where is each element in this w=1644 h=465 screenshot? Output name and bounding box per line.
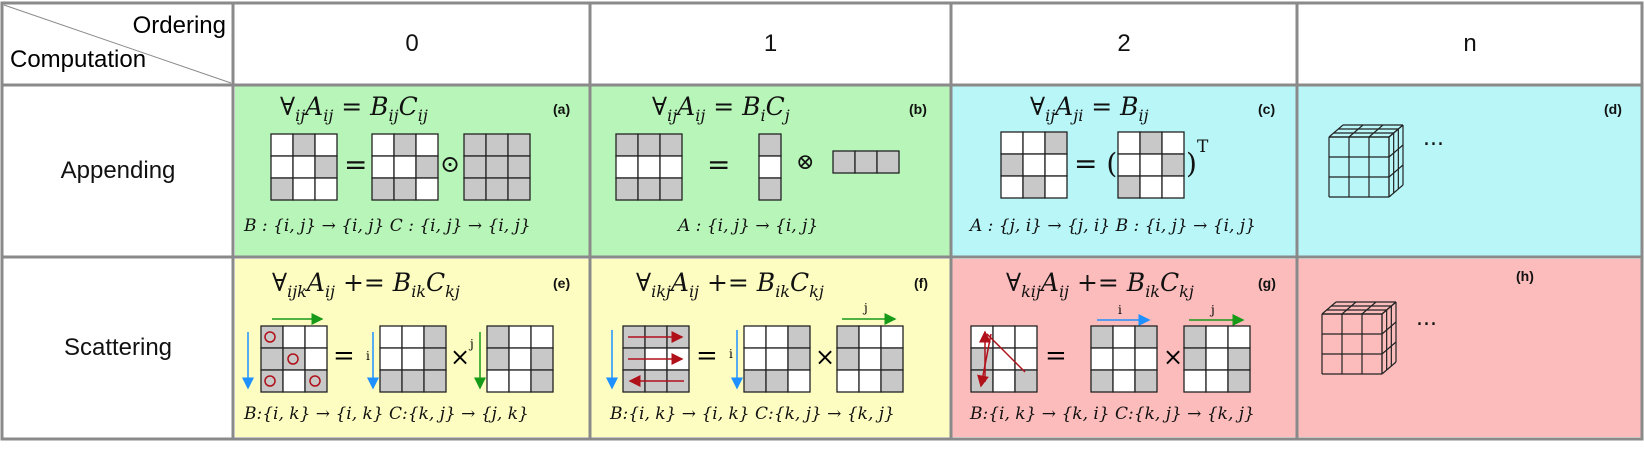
label-f-j: j (862, 301, 868, 315)
label-g-i: i (1118, 303, 1122, 317)
tag-e: (e) (553, 275, 571, 291)
transpose-sup-c: T (1197, 137, 1209, 157)
equals-b: = (707, 148, 731, 181)
formula-f: ∀ikjAij += BikCkj (636, 268, 824, 301)
cube-d-icon (1328, 124, 1404, 198)
cell-d-bg (1298, 86, 1642, 256)
vector-b-B (758, 133, 782, 201)
label-e-i: i (366, 349, 370, 363)
equals-g: = (1045, 341, 1067, 371)
label-e-j: j (468, 337, 474, 351)
equals-a: = (344, 148, 368, 181)
times-e: × (450, 343, 470, 371)
ordering-label: Ordering (132, 12, 226, 39)
matrix-a-C (463, 133, 531, 201)
matrix-a-B (371, 133, 439, 201)
tag-f: (f) (914, 275, 928, 291)
row-label-scattering: Scattering (63, 334, 173, 361)
ellipsis-d: ... (1423, 126, 1444, 151)
times-f: × (815, 343, 835, 371)
computation-label: Computation (10, 46, 147, 73)
formula-b: ∀ijAij = BiCj (652, 92, 790, 125)
vector-b-C (832, 150, 900, 174)
cell-h-bg (1298, 259, 1642, 437)
formula-c: ∀ijAji = Bij (1030, 92, 1149, 125)
scatter-g-diagram: = i × j (970, 303, 1251, 393)
equals-e: = (333, 341, 355, 371)
tag-a: (a) (553, 101, 571, 117)
times-g: × (1163, 343, 1183, 371)
ellipsis-h: ... (1416, 306, 1437, 331)
cube-h-icon (1321, 301, 1397, 375)
matrix-c-A (1000, 131, 1068, 199)
column-header-n: n (1463, 30, 1477, 57)
mapping-b: A : {i, j} → {i, j} (678, 216, 819, 236)
mapping-c: A : {j, i} → {j, i} B : {i, j} → {i, j} (970, 216, 1256, 236)
column-header-0: 0 (405, 30, 419, 57)
scatter-f-diagram: = i × j (606, 301, 904, 393)
scatter-e-diagram: = i × j (242, 313, 554, 393)
tag-d: (d) (1604, 101, 1622, 117)
column-header-1: 1 (763, 30, 778, 57)
mapping-f: B:{i, k} → {i, k} C:{k, j} → {k, j} (610, 404, 895, 424)
equals-f: = (696, 341, 718, 371)
column-header-2: 2 (1117, 30, 1131, 57)
outer-product-b: ⊗ (796, 150, 815, 175)
row-label-appending: Appending (60, 157, 176, 184)
corner-header: Ordering Computation (4, 4, 232, 84)
hadamard-a: ⊙ (440, 150, 461, 178)
mapping-a: B : {i, j} → {i, j} C : {i, j} → {i, j} (244, 216, 531, 236)
matrix-a-A (270, 133, 338, 201)
tag-b: (b) (909, 101, 927, 117)
tag-c: (c) (1258, 101, 1276, 117)
close-paren-c: ) (1186, 147, 1197, 180)
formula-a: ∀ijAij = BijCij (280, 92, 428, 125)
matrix-b-A (615, 133, 683, 201)
mapping-e: B:{i, k} → {i, k} C:{k, j} → {j, k} (244, 404, 529, 424)
equals-paren-c: = ( (1074, 147, 1118, 180)
tag-g: (g) (1258, 275, 1276, 291)
matrix-c-B (1117, 131, 1185, 199)
corner-diagonal (3, 4, 232, 84)
formula-e: ∀ijkAij += BikCkj (272, 268, 460, 301)
mapping-g: B:{i, k} → {k, i} C:{k, j} → {k, j} (970, 404, 1255, 424)
tag-h: (h) (1516, 268, 1534, 284)
label-g-j: j (1209, 303, 1215, 317)
formula-g: ∀kijAij += BikCkj (1006, 268, 1194, 301)
label-f-i: i (729, 347, 733, 361)
